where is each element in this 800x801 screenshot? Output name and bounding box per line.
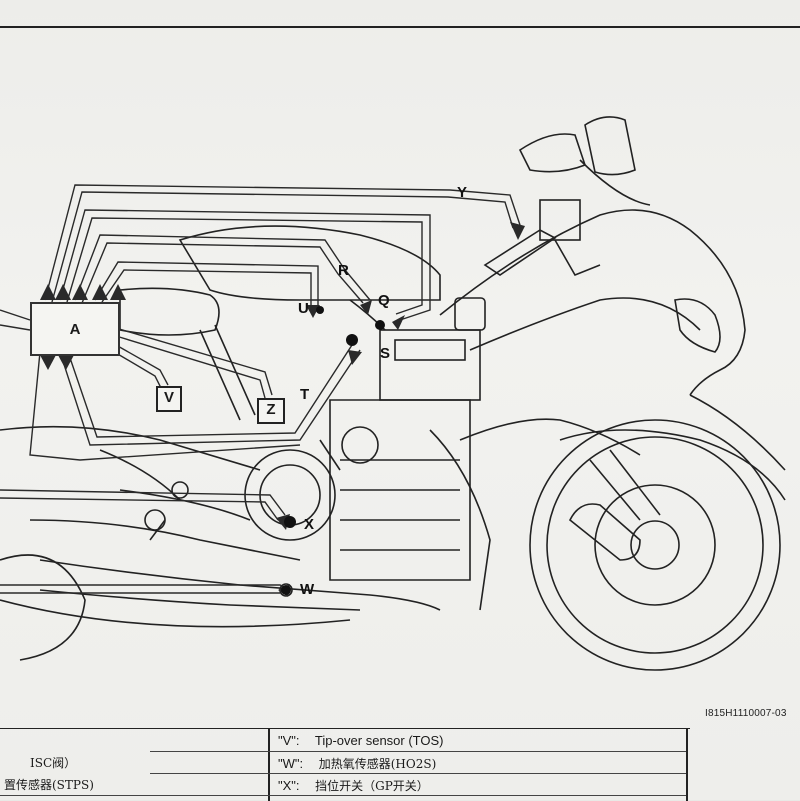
legend-row-x: "X": 挡位开关（GP开关） [278,777,429,794]
label-u: U [298,300,309,317]
legend-rule [0,795,268,796]
legend-row-v: "V": Tip-over sensor (TOS) [278,733,444,748]
legend-table: ISC阀） 置传感器(STPS) "V": Tip-over sensor (T… [0,728,690,801]
legend-right-border [686,729,688,801]
label-z-box: Z [257,398,285,424]
legend-text-v: Tip-over sensor (TOS) [314,733,444,748]
legend-code-v: "V": [278,733,300,748]
legend-rule [150,751,268,752]
motorcycle-wiring-diagram [0,116,786,671]
legend-text-w: 加热氧传感器(HO2S) [318,757,437,771]
label-w: W [300,581,315,598]
label-a: A [69,320,81,338]
legend-divider [268,729,270,801]
figure-id: I815H1110007-03 [705,708,787,719]
legend-rule [268,751,686,752]
label-z: Z [266,401,276,418]
legend-rule [150,773,268,774]
legend-rule [268,795,686,796]
legend-row-w: "W": 加热氧传感器(HO2S) [278,755,436,772]
label-t: T [300,386,310,403]
label-y: Y [457,184,468,201]
legend-text-x: 挡位开关（GP开关） [315,779,429,793]
sensor-points [281,306,385,595]
legend-left-row-2: 置传感器(STPS) [4,778,94,792]
ecm-box-a: A [30,302,120,356]
label-v: V [163,389,174,406]
top-rule [0,26,800,28]
label-q: Q [378,292,390,309]
harness-lines [0,184,521,594]
motorcycle-outline [0,116,786,671]
label-r: R [338,262,349,279]
legend-left-row-1: ISC阀） [30,756,77,770]
legend-rule [268,773,686,774]
legend-code-w: "W": [278,756,304,771]
label-s: S [380,345,391,362]
label-x: X [304,516,315,533]
legend-code-x: "X": [278,778,300,793]
label-v-box: V [156,386,182,412]
